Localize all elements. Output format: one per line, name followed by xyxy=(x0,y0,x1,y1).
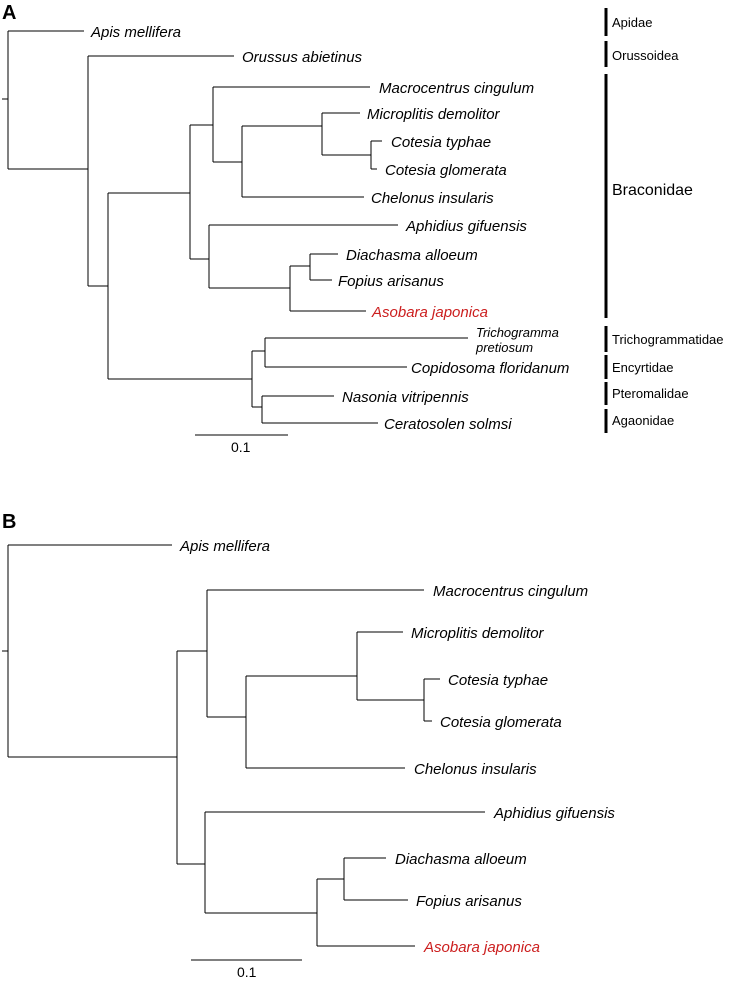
family-label-encyrtidae: Encyrtidae xyxy=(612,360,673,375)
family-label-pteromalidae: Pteromalidae xyxy=(612,386,689,401)
taxon-label-cotesia-typhae: Cotesia typhae xyxy=(448,672,548,689)
panel-b: B Apis mellifera xyxy=(2,511,615,980)
taxon-label-apis-mellifera: Apis mellifera xyxy=(90,24,181,41)
family-label-agaonidae: Agaonidae xyxy=(612,413,674,428)
family-label-apidae: Apidae xyxy=(612,15,652,30)
taxon-label-chelonus-insularis: Chelonus insularis xyxy=(371,190,494,207)
taxon-label-microplitis-demolitor: Microplitis demolitor xyxy=(367,106,501,123)
scale-label-a: 0.1 xyxy=(231,439,251,455)
taxon-label-cotesia-typhae: Cotesia typhae xyxy=(391,134,491,151)
taxon-label-orussus-abietinus: Orussus abietinus xyxy=(242,49,363,66)
taxon-label-aphidius-gifuensis: Aphidius gifuensis xyxy=(493,805,615,822)
taxon-label-asobara-japonica: Asobara japonica xyxy=(423,939,540,956)
panel-a: A xyxy=(2,2,724,455)
taxon-label-apis-mellifera: Apis mellifera xyxy=(179,538,270,555)
family-label-orussoidea: Orussoidea xyxy=(612,48,679,63)
taxon-label-pretiosum: pretiosum xyxy=(475,340,533,355)
family-label-trichogrammatidae: Trichogrammatidae xyxy=(612,332,724,347)
taxon-label-fopius-arisanus: Fopius arisanus xyxy=(416,893,522,910)
taxon-label-fopius-arisanus: Fopius arisanus xyxy=(338,273,444,290)
taxon-label-chelonus-insularis: Chelonus insularis xyxy=(414,761,537,778)
taxon-label-asobara-japonica: Asobara japonica xyxy=(371,304,488,321)
scale-label-b: 0.1 xyxy=(237,964,257,980)
family-label-braconidae: Braconidae xyxy=(612,182,693,199)
taxon-label-diachasma-alloeum: Diachasma alloeum xyxy=(395,851,527,868)
panel-a-letter: A xyxy=(2,2,16,24)
taxon-label-cotesia-glomerata: Cotesia glomerata xyxy=(440,714,562,731)
taxon-label-trichogramma: Trichogramma xyxy=(476,325,559,340)
taxon-label-macrocentrus-cingulum: Macrocentrus cingulum xyxy=(379,80,534,97)
taxon-label-microplitis-demolitor: Microplitis demolitor xyxy=(411,625,545,642)
taxon-label-copidosoma-floridanum: Copidosoma floridanum xyxy=(411,360,569,377)
taxon-label-diachasma-alloeum: Diachasma alloeum xyxy=(346,247,478,264)
taxon-label-nasonia-vitripennis: Nasonia vitripennis xyxy=(342,389,469,406)
panel-b-letter: B xyxy=(2,511,16,533)
taxon-label-macrocentrus-cingulum: Macrocentrus cingulum xyxy=(433,583,588,600)
taxon-label-cotesia-glomerata: Cotesia glomerata xyxy=(385,162,507,179)
taxon-label-aphidius-gifuensis: Aphidius gifuensis xyxy=(405,218,527,235)
taxon-label-ceratosolen-solmsi: Ceratosolen solmsi xyxy=(384,416,512,433)
